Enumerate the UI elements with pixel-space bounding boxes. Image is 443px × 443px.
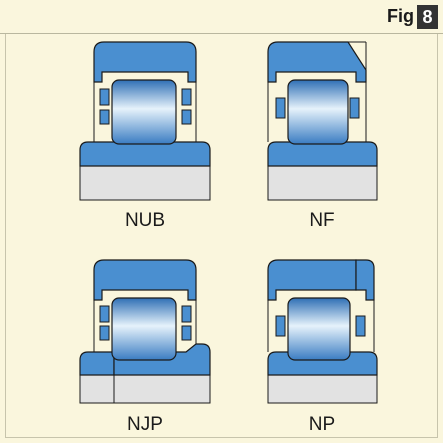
caption-nub: NUB <box>125 210 165 231</box>
rib-washer <box>355 259 375 301</box>
caption-njp: NJP <box>127 414 163 435</box>
figure-label: Fig <box>387 6 414 26</box>
outer-ring <box>267 41 367 83</box>
outer-ring <box>93 259 197 301</box>
caption-nf: NF <box>309 210 334 231</box>
figure-number-badge: 8 <box>417 5 438 29</box>
bearing-nub: NUB <box>79 41 211 231</box>
caption-np: NP <box>309 414 335 435</box>
roller <box>111 79 177 145</box>
bearing-njp: NJP <box>79 259 211 435</box>
roller <box>287 297 351 361</box>
inner-ring <box>79 141 211 167</box>
inner-ring <box>79 351 115 376</box>
inner-ring <box>267 141 378 167</box>
bearing-nf: NF <box>267 41 378 231</box>
outer-ring <box>93 41 197 83</box>
figure-header: Fig 8 <box>0 0 443 34</box>
roller <box>287 79 349 145</box>
roller <box>111 297 177 361</box>
outer-ring <box>267 259 357 301</box>
figure-frame <box>5 34 438 438</box>
bearing-np: NP <box>267 259 378 435</box>
